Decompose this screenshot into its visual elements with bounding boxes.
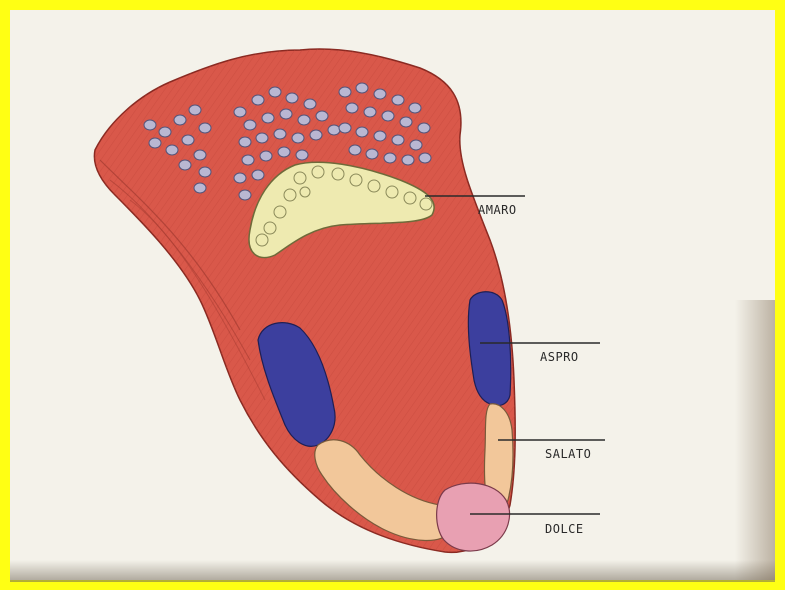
label-salato: SALATO bbox=[545, 447, 591, 461]
sweet-zone bbox=[437, 483, 510, 551]
label-amaro: AMARO bbox=[478, 203, 517, 217]
label-dolce: DOLCE bbox=[545, 522, 584, 536]
label-aspro: ASPRO bbox=[540, 350, 579, 364]
